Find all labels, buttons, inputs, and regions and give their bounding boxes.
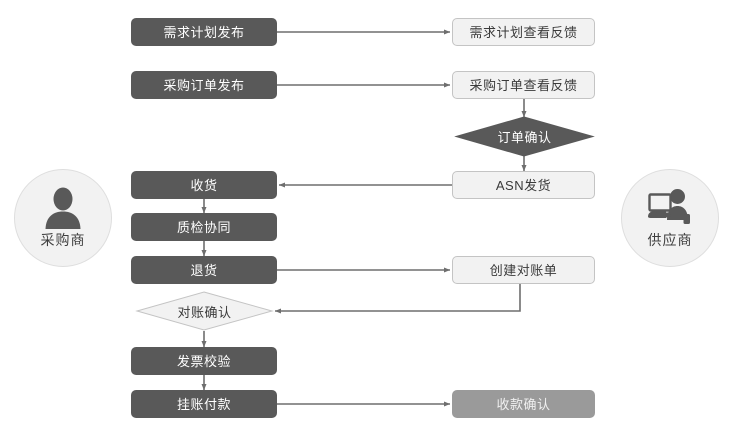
node-po-publish-label: 采购订单发布 [163, 77, 245, 93]
node-demand-plan-feedback[interactable]: 需求计划查看反馈 [452, 18, 595, 46]
node-asn-shipment-label: ASN发货 [495, 177, 552, 193]
node-return-goods-label: 退货 [190, 262, 218, 278]
node-demand-plan-publish[interactable]: 需求计划发布 [131, 18, 277, 46]
node-payment-posting[interactable]: 挂账付款 [131, 390, 277, 418]
actor-buyer-label: 采购商 [40, 231, 86, 248]
node-statement-confirm-label: 对账确认 [177, 304, 232, 320]
order-confirm-diamond [454, 116, 595, 157]
node-return-goods[interactable]: 退货 [131, 256, 277, 284]
node-order-confirm[interactable]: 订单确认 [456, 125, 593, 148]
node-po-feedback[interactable]: 采购订单查看反馈 [452, 71, 595, 99]
node-demand-plan-feedback-label: 需求计划查看反馈 [469, 24, 578, 40]
node-create-statement-label: 创建对账单 [489, 262, 558, 278]
node-quality-collaboration[interactable]: 质检协同 [131, 213, 277, 241]
edge-statement-to-reconcile [274, 284, 521, 314]
actor-supplier[interactable]: 供应商 [621, 169, 719, 267]
node-po-feedback-label: 采购订单查看反馈 [469, 77, 578, 93]
node-demand-plan-publish-label: 需求计划发布 [163, 24, 245, 40]
person-at-computer-icon [648, 188, 690, 224]
node-create-statement[interactable]: 创建对账单 [452, 256, 595, 284]
node-payment-posting-label: 挂账付款 [176, 396, 231, 412]
node-po-publish[interactable]: 采购订单发布 [131, 71, 277, 99]
node-invoice-verify-label: 发票校验 [176, 353, 231, 369]
node-quality-collaboration-label: 质检协同 [176, 219, 231, 235]
node-invoice-verify[interactable]: 发票校验 [131, 347, 277, 375]
node-receipt-confirm[interactable]: 收款确认 [452, 390, 595, 418]
node-receipt-confirm-label: 收款确认 [496, 396, 551, 412]
node-goods-receipt[interactable]: 收货 [131, 171, 277, 199]
actor-buyer[interactable]: 采购商 [14, 169, 112, 267]
statement-confirm-diamond [135, 291, 274, 331]
actor-supplier-label: 供应商 [647, 231, 693, 248]
node-statement-confirm[interactable]: 对账确认 [137, 300, 272, 322]
node-asn-shipment[interactable]: ASN发货 [452, 171, 595, 199]
node-goods-receipt-label: 收货 [190, 177, 218, 193]
person-icon [45, 187, 81, 229]
node-order-confirm-label: 订单确认 [497, 130, 552, 145]
